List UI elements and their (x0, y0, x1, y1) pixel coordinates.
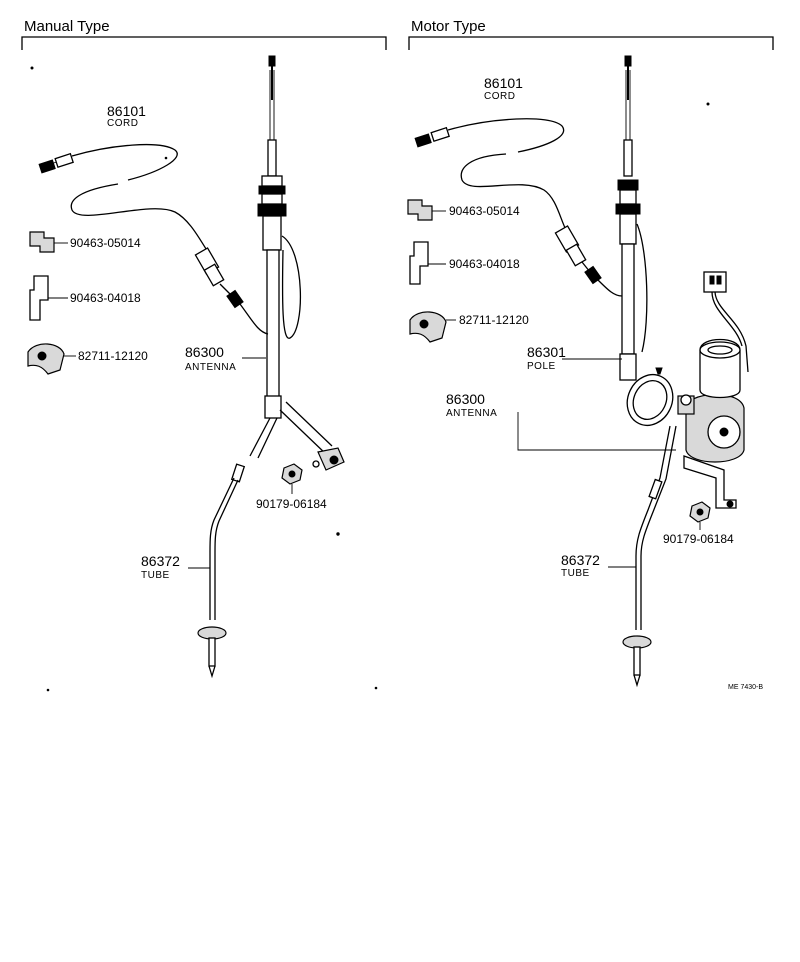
manual-cord-number: 86101 (107, 103, 146, 119)
motor-cord-name: CORD (484, 91, 515, 102)
motor-tube-number: 86372 (561, 552, 600, 568)
manual-cord-drawing (38, 143, 269, 335)
scan-specks (30, 66, 710, 692)
figure-code: ME 7430-B (728, 684, 763, 691)
manual-antenna-name: ANTENNA (185, 362, 236, 373)
motor-clip-05014-drawing (407, 199, 446, 221)
manual-tube-label: 86372 TUBE (141, 553, 180, 581)
motor-antenna-name: ANTENNA (446, 408, 497, 419)
manual-section-title: Manual Type (24, 18, 110, 35)
motor-clip-04018-drawing (409, 241, 446, 285)
motor-section-header: Motor Type (408, 18, 774, 50)
motor-pole-label: 86301 POLE (527, 344, 566, 372)
motor-nut-label: 90179-06184 (663, 532, 734, 546)
motor-cord-number: 86101 (484, 75, 523, 91)
manual-clamp-drawing (27, 343, 76, 375)
motor-antenna-label: 86300 ANTENNA (446, 391, 497, 419)
manual-clip-05014-label: 90463-05014 (70, 236, 141, 250)
manual-clip-04018-drawing (29, 275, 68, 321)
motor-tube-label: 86372 TUBE (561, 552, 600, 579)
manual-cord-name: CORD (107, 118, 138, 129)
motor-clip-05014-label: 90463-05014 (449, 204, 520, 218)
motor-pole-name: POLE (527, 361, 556, 372)
manual-tube-number: 86372 (141, 553, 180, 569)
manual-tube-name: TUBE (141, 570, 170, 581)
motor-section-title: Motor Type (411, 18, 486, 35)
motor-clamp-label: 82711-12120 (459, 313, 529, 327)
motor-cord-label: 86101 CORD (484, 75, 523, 102)
manual-antenna-assembly (197, 55, 345, 679)
motor-pole-number: 86301 (527, 344, 566, 360)
motor-clip-04018-label: 90463-04018 (449, 257, 520, 271)
manual-clamp-label: 82711-12120 (78, 349, 148, 363)
manual-clip-04018-label: 90463-04018 (70, 291, 141, 305)
manual-section-header: Manual Type (21, 18, 387, 50)
motor-tube-name: TUBE (561, 568, 590, 579)
motor-clamp-drawing (409, 311, 456, 343)
manual-clip-05014-drawing (29, 231, 68, 253)
motor-antenna-assembly (615, 55, 749, 688)
manual-nut-label: 90179-06184 (256, 497, 327, 511)
motor-cord-drawing (414, 118, 623, 297)
manual-cord-label: 86101 CORD (107, 103, 146, 129)
manual-antenna-label: 86300 ANTENNA (185, 344, 236, 373)
manual-antenna-number: 86300 (185, 344, 224, 360)
motor-antenna-number: 86300 (446, 391, 485, 407)
